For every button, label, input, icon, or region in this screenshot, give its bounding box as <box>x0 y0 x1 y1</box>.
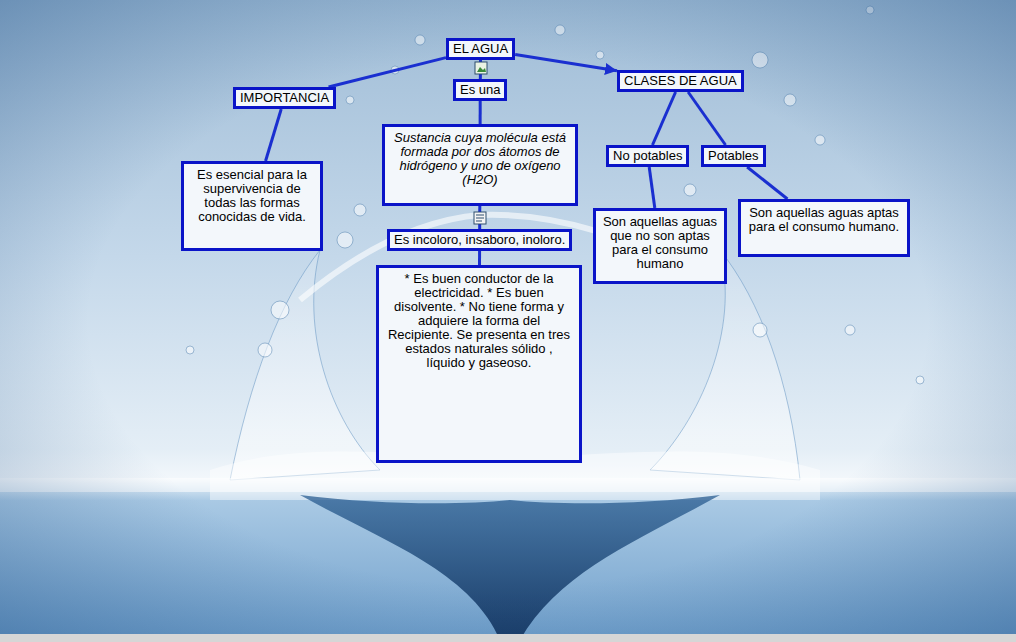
concept-text: * Es buen conductor de la electricidad. … <box>385 272 573 370</box>
concept-box: Es una <box>453 79 507 101</box>
concept-box: Potables <box>701 145 766 167</box>
connector-line <box>747 167 787 199</box>
concept-text: Es incoloro, insaboro, inoloro. <box>394 233 565 247</box>
concept-box: Es incoloro, insaboro, inoloro. <box>387 229 572 251</box>
connector-line <box>649 167 655 208</box>
concept-box: IMPORTANCIA <box>233 87 336 109</box>
concept-text: CLASES DE AGUA <box>624 74 737 88</box>
note-icon <box>474 212 486 224</box>
connector-line <box>652 92 675 145</box>
concept-box: EL AGUA <box>446 38 515 60</box>
concept-box: Son aquellas aguas aptas para el consumo… <box>738 199 910 257</box>
connector-line <box>688 92 725 145</box>
concept-text: No potables <box>613 149 682 163</box>
concept-box: Sustancia cuya molécula está formada por… <box>382 124 578 206</box>
concept-text: Son aquellas aguas aptas para el consumo… <box>747 206 901 234</box>
concept-box: No potables <box>606 145 689 167</box>
concept-text: Son aquellas aguas que no son aptas para… <box>602 215 718 271</box>
connector-line <box>266 109 282 161</box>
concept-text: Es esencial para la supervivencia de tod… <box>190 168 314 224</box>
image-icon <box>475 62 487 74</box>
concept-text: EL AGUA <box>453 42 508 56</box>
connector-line <box>515 55 617 71</box>
connector-line <box>479 101 482 124</box>
concept-box: Es esencial para la supervivencia de tod… <box>181 161 323 251</box>
connector-line <box>478 251 481 265</box>
concept-box: Son aquellas aguas que no son aptas para… <box>593 208 727 284</box>
concept-text: Potables <box>708 149 759 163</box>
concept-text: IMPORTANCIA <box>240 91 329 105</box>
bottom-bar <box>0 634 1016 642</box>
concept-box: CLASES DE AGUA <box>617 70 744 92</box>
concept-box: * Es buen conductor de la electricidad. … <box>376 265 582 463</box>
concept-text: Es una <box>460 83 500 97</box>
concept-text: Sustancia cuya molécula está formada por… <box>391 131 569 187</box>
connector-line <box>329 58 446 87</box>
